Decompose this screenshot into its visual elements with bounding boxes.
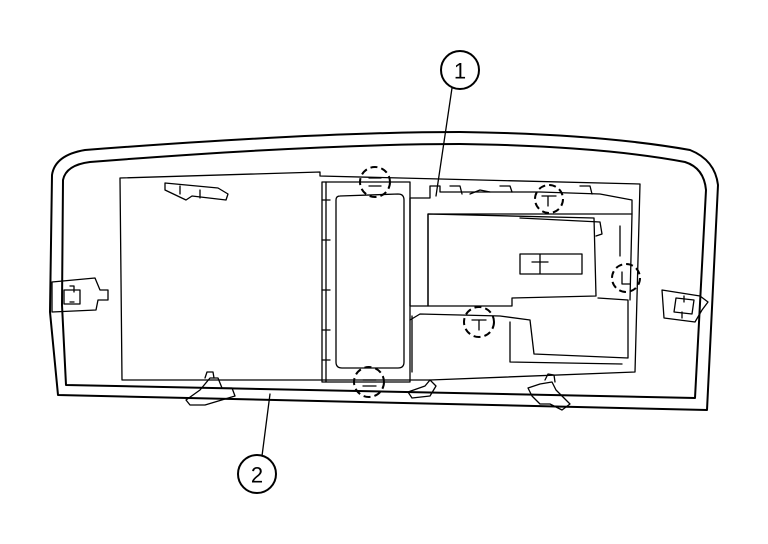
- callout-1-circle: [440, 50, 480, 90]
- right-clip: [661, 289, 709, 323]
- trim-panel-inner-edge: [61, 143, 707, 399]
- switch-panel: [427, 213, 597, 307]
- switch-panel-edge: [519, 217, 603, 237]
- clip-marker-right: [611, 263, 641, 293]
- hook-left: [185, 377, 236, 406]
- callout-1: 1: [440, 50, 480, 90]
- left-clip-body: [51, 277, 109, 313]
- upper-bracket-body: [164, 182, 229, 201]
- clip-marker-tick-marks: [362, 177, 631, 387]
- lens-frame-ribs: [321, 181, 331, 383]
- hook-left-tab: [204, 371, 215, 379]
- bottom-hooks: [185, 371, 571, 411]
- lens-frame-outer: [321, 181, 411, 383]
- leader-line-2: [261, 393, 271, 457]
- trim-panel: [49, 131, 719, 411]
- callout-2: 2: [237, 454, 277, 494]
- callout-2-label: 2: [251, 463, 263, 488]
- callout-2-circle: [237, 454, 277, 494]
- left-clip-tab: [69, 285, 75, 303]
- right-clip-tab: [681, 295, 685, 319]
- clip-marker-top-right: [534, 184, 564, 214]
- leader-lines: [261, 87, 453, 457]
- left-clip: [51, 277, 109, 313]
- lens-module: [321, 181, 411, 383]
- callout-1-label: 1: [454, 59, 466, 84]
- clip-markers: [353, 166, 641, 398]
- hook-right-tab: [544, 373, 556, 383]
- lens-frame-inner: [335, 193, 405, 369]
- upper-bracket-detail: [179, 185, 201, 199]
- switch-housing-outline: [409, 185, 633, 307]
- switch-connector: [519, 253, 583, 275]
- clip-marker-top-center: [359, 166, 391, 198]
- hook-middle: [407, 379, 437, 399]
- clip-marker-middle: [463, 306, 495, 338]
- recess-outline: [119, 171, 641, 381]
- upper-bracket: [164, 182, 229, 201]
- right-clip-body: [661, 289, 709, 323]
- housing-right-edge: [619, 213, 633, 301]
- housing-top-details: [449, 185, 593, 195]
- trim-panel-outer-edge: [49, 131, 719, 411]
- hook-right: [527, 381, 571, 411]
- leader-line-1: [435, 87, 453, 197]
- harness-routing: [409, 297, 629, 373]
- switch-housing: [409, 185, 633, 373]
- right-clip-slot: [673, 297, 695, 315]
- left-clip-slot: [63, 289, 81, 305]
- clip-marker-bottom-center: [353, 366, 385, 398]
